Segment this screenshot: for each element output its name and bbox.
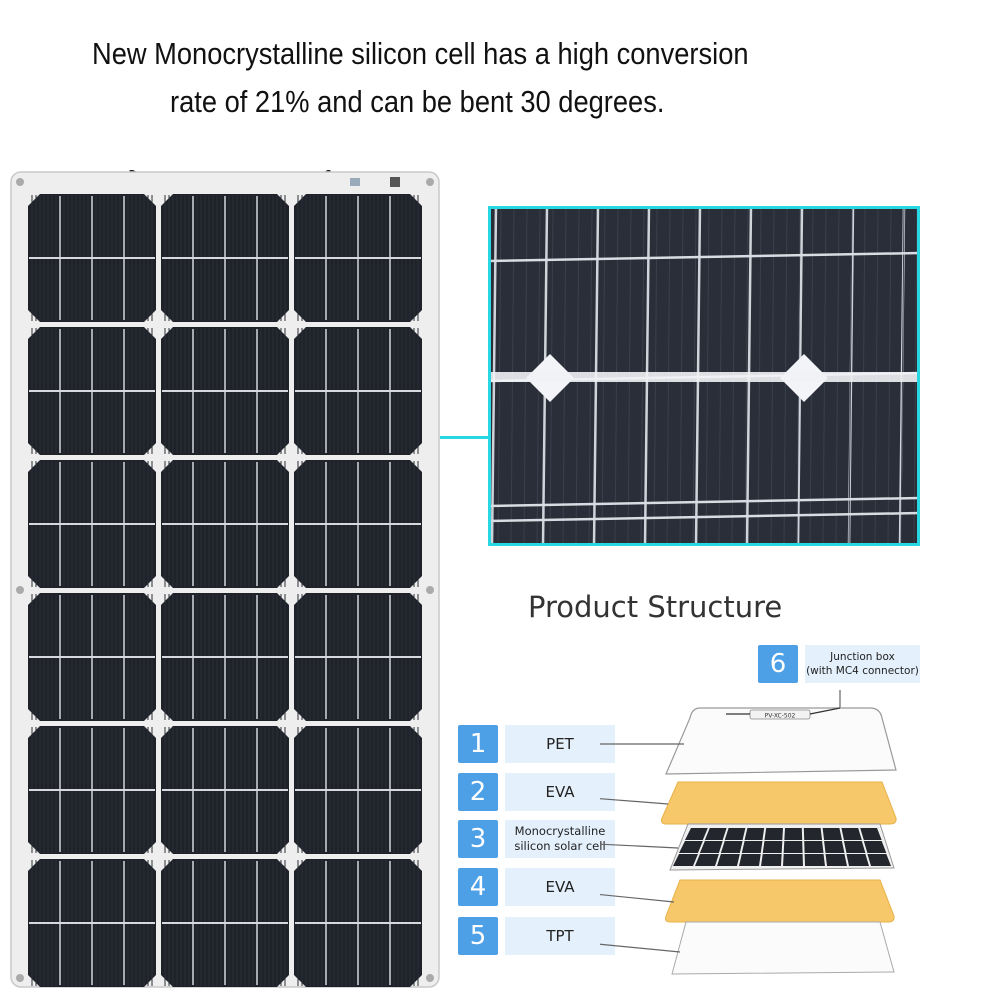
layer-label: EVA [505, 868, 615, 906]
mini-solar-cell [841, 828, 862, 840]
mini-solar-cell [860, 828, 882, 840]
mini-solar-cell [720, 841, 743, 853]
layer-number: 4 [458, 868, 498, 906]
layer-label: EVA [505, 773, 615, 811]
mini-solar-cell [679, 841, 703, 853]
layer-label-line-1: Monocrystalline [514, 824, 606, 838]
layer-number: 5 [458, 917, 498, 955]
mini-solar-cell [863, 841, 887, 853]
mini-solar-cell [744, 828, 765, 840]
mini-solar-cell [867, 854, 891, 866]
mini-solar-cell [783, 841, 803, 853]
junction-box-model-label: PV-XC-502 [765, 713, 796, 720]
layer-number: 1 [458, 725, 498, 763]
junction-box-label-line-1: Junction box [830, 651, 895, 663]
mini-solar-cell [695, 854, 719, 866]
layer-number: 3 [458, 820, 498, 858]
exploded-layers-diagram: PV-XC-502 [600, 690, 897, 975]
solar-cell-grid [28, 194, 422, 987]
mini-solar-cell [843, 841, 866, 853]
junction-box-number: 6 [758, 645, 798, 683]
mini-solar-cell [699, 841, 723, 853]
mini-solar-cell [784, 828, 803, 840]
mini-solar-cell [804, 841, 824, 853]
mini-solar-cell [825, 854, 847, 866]
mini-solar-cell [717, 854, 740, 866]
mini-solar-cell [761, 854, 782, 866]
layer-label: Monocrystalline silicon solar cell [505, 820, 615, 858]
mini-solar-cell [803, 828, 823, 840]
mini-solar-cell [762, 841, 783, 853]
product-structure-title: Product Structure [528, 590, 783, 624]
mini-solar-cell [739, 854, 761, 866]
junction-box-label: Junction box (with MC4 connector) [805, 645, 920, 683]
mini-solar-cell [764, 828, 783, 840]
mini-solar-cell [822, 828, 842, 840]
mini-solar-cell [783, 854, 803, 866]
zoom-connector-line [440, 436, 490, 439]
layer-number: 2 [458, 773, 498, 811]
mini-solar-cell [685, 828, 708, 840]
headline-line-1: New Monocrystalline silicon cell has a h… [92, 36, 749, 71]
layer-label: PET [505, 725, 615, 763]
layer-label: TPT [505, 917, 615, 955]
junction-box-label-line-2: (with MC4 connector) [806, 665, 919, 677]
mini-solar-cell [673, 854, 698, 866]
headline-line-2: rate of 21% and can be bent 30 degrees. [170, 84, 665, 119]
cell-closeup-image [488, 206, 920, 546]
solar-panel-image [10, 170, 440, 988]
mini-solar-cell [804, 854, 825, 866]
mini-solar-cell [741, 841, 763, 853]
layer-label-line-2: silicon solar cell [514, 839, 606, 853]
mini-solar-cell [846, 854, 869, 866]
mini-solar-cell [704, 828, 727, 840]
mini-solar-cell [724, 828, 746, 840]
mini-solar-cell [824, 841, 845, 853]
